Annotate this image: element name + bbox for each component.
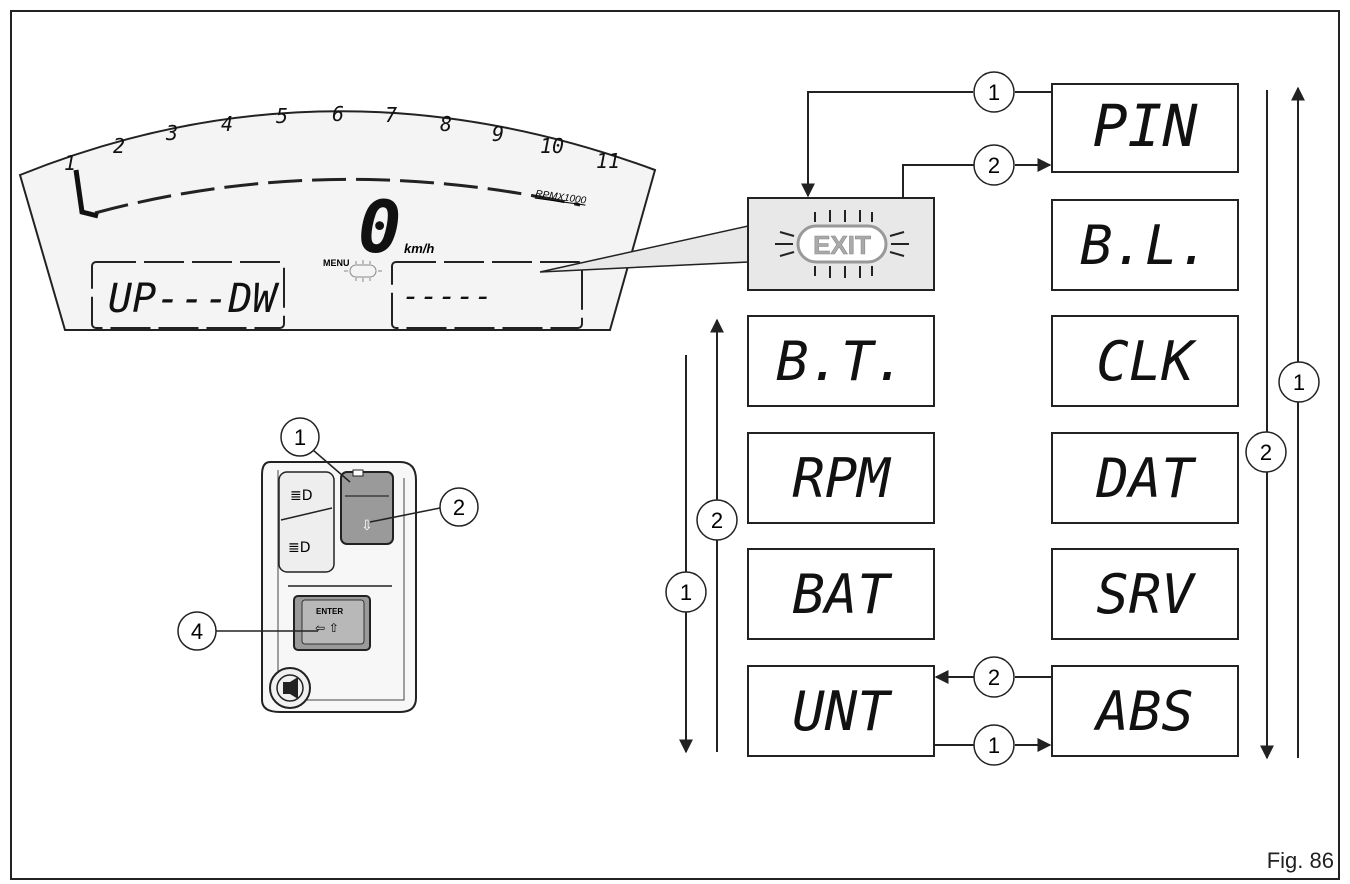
enter-arrows-icon: ⇦ ⇧ — [315, 621, 339, 635]
horn-icon — [283, 677, 298, 699]
instrument-cluster: 1 2 3 4 5 6 7 8 9 10 11 RPMX1000 0 km/h … — [18, 102, 749, 331]
callout-badge: 1 — [973, 724, 1015, 766]
scale-number: 1 — [64, 151, 76, 175]
callout-badge: 2 — [973, 144, 1015, 186]
menu-box-rpm: RPM — [747, 432, 935, 524]
high-beam-icon: ≣D — [290, 488, 313, 504]
gauge-outline — [18, 110, 657, 331]
scale-number: 8 — [440, 112, 452, 136]
callout-badge: 1 — [1278, 361, 1320, 403]
exit-box: EXIT — [747, 197, 935, 291]
scale-number: 7 — [385, 103, 397, 127]
callout-badge: 2 — [1245, 431, 1287, 473]
menu-box-bl: B.L. — [1051, 199, 1239, 291]
right-display-frame — [391, 261, 583, 329]
scale-number: 11 — [596, 149, 620, 173]
low-beam-icon: ≣D — [288, 540, 311, 556]
svg-text:B.T.: B.T. — [776, 330, 906, 393]
svg-text:UNT: UNT — [792, 680, 893, 743]
right-display-text: ----- — [402, 279, 492, 314]
svg-text:2: 2 — [988, 153, 1000, 178]
menu-label: MENU — [323, 258, 350, 268]
blink-rays-icon — [775, 210, 909, 278]
handlebar-switch-pod: ≣D ≣D ⇩ ENTER ⇦ ⇧ — [261, 461, 417, 713]
callout-badge: 4 — [177, 611, 217, 651]
scale-number: 3 — [165, 121, 178, 145]
menu-box-srv: SRV — [1051, 548, 1239, 640]
left-display-text: UP---DW — [108, 276, 279, 322]
callout-badge: 2 — [696, 499, 738, 541]
up-arrow-icon — [352, 469, 364, 477]
svg-text:B.L.: B.L. — [1080, 214, 1210, 277]
callout-badge: 2 — [973, 656, 1015, 698]
figure-frame — [10, 10, 1340, 880]
rpm-needle — [73, 169, 99, 219]
callout-badge: 2 — [439, 487, 479, 527]
left-display-frame — [91, 261, 285, 329]
connector-pin-exit — [801, 91, 1052, 198]
callout-badge: 1 — [280, 417, 320, 457]
svg-text:CLK: CLK — [1096, 330, 1197, 393]
svg-text:2: 2 — [453, 495, 465, 520]
callout-badge: 1 — [665, 571, 707, 613]
svg-text:PIN: PIN — [1093, 92, 1199, 160]
svg-text:ABS: ABS — [1093, 680, 1194, 743]
svg-text:4: 4 — [191, 619, 203, 644]
up-down-button[interactable] — [340, 471, 394, 545]
svg-text:RPM: RPM — [792, 447, 892, 510]
beam-switch[interactable] — [278, 471, 335, 573]
svg-text:BAT: BAT — [792, 563, 893, 626]
speed-value: 0 — [358, 185, 401, 269]
scale-numbers: 1 2 3 4 5 6 7 8 9 10 11 — [64, 102, 620, 175]
speed-unit: km/h — [404, 241, 434, 256]
connector-exit-pin — [902, 158, 1052, 198]
down-arrow-icon: ⇩ — [361, 518, 373, 534]
menu-box-unt: UNT — [747, 665, 935, 757]
menu-box-bat: BAT — [747, 548, 935, 640]
switch-callouts: 1 2 4 — [177, 417, 479, 651]
svg-text:DAT: DAT — [1095, 447, 1197, 510]
svg-text:2: 2 — [711, 508, 723, 533]
svg-text:SRV: SRV — [1096, 563, 1196, 626]
scale-number: 9 — [492, 122, 504, 146]
rpm-arc — [94, 177, 581, 215]
scale-number: 10 — [540, 134, 564, 158]
figure-label: Fig. 86 — [1266, 848, 1334, 873]
menu-box-clk: CLK — [1051, 315, 1239, 407]
menu-box-dat: DAT — [1051, 432, 1239, 524]
svg-text:1: 1 — [294, 425, 306, 450]
scale-number: 2 — [113, 134, 125, 158]
svg-text:2: 2 — [988, 665, 1000, 690]
svg-text:2: 2 — [1260, 440, 1272, 465]
svg-text:1: 1 — [1293, 370, 1305, 395]
scale-number: 5 — [276, 104, 288, 128]
scale-number: 4 — [221, 112, 233, 136]
enter-label: ENTER — [316, 607, 343, 616]
callout-badge: 1 — [973, 71, 1015, 113]
svg-text:1: 1 — [988, 733, 1000, 758]
exit-label: EXIT — [813, 230, 871, 260]
scale-number: 6 — [332, 102, 344, 126]
svg-text:1: 1 — [680, 580, 692, 605]
menu-box-abs: ABS — [1051, 665, 1239, 757]
svg-text:1: 1 — [988, 80, 1000, 105]
menu-box-bt: B.T. — [747, 315, 935, 407]
menu-indicator-icon — [344, 260, 382, 282]
menu-box-pin: PIN — [1051, 83, 1239, 173]
